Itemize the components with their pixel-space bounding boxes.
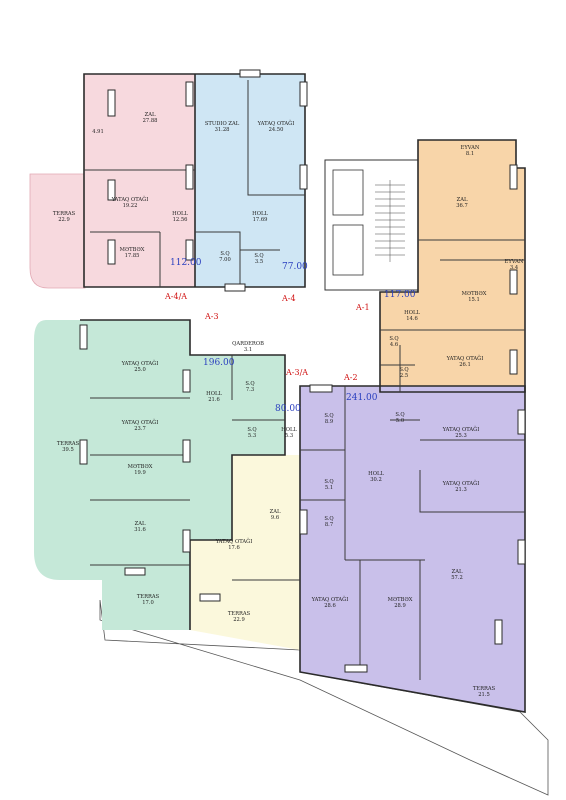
walls bbox=[80, 73, 526, 713]
apartment-total-purple: 241.00 bbox=[346, 393, 378, 403]
section-label-a1: A-1 bbox=[356, 303, 370, 312]
zone-pink bbox=[84, 74, 195, 287]
apartment-total-yellow: 80.00 bbox=[275, 404, 301, 414]
section-label-a3: A-3 bbox=[205, 312, 219, 321]
apartment-total-pink: 112.00 bbox=[170, 258, 202, 268]
site-outline bbox=[99, 599, 549, 796]
section-label-a4: A-4 bbox=[282, 294, 296, 303]
section-label-a2: A-2 bbox=[344, 373, 358, 382]
zone-purple bbox=[300, 386, 525, 712]
zone-pink-terrace bbox=[29, 173, 86, 289]
section-label-a4a: A-4/A bbox=[165, 292, 188, 301]
columns bbox=[79, 69, 526, 673]
apartment-total-orange: 117.00 bbox=[384, 290, 416, 300]
interior-walls bbox=[84, 80, 525, 680]
apartment-total-green: 196.00 bbox=[203, 358, 235, 368]
elevator-2 bbox=[332, 224, 364, 276]
room-label: 4.91 bbox=[92, 129, 104, 135]
apartment-total-blue: 77.00 bbox=[282, 262, 308, 272]
elevator-1 bbox=[332, 169, 364, 216]
stairs bbox=[375, 180, 405, 262]
zone-orange bbox=[380, 140, 525, 392]
section-label-a3a: A-3/A bbox=[286, 368, 309, 377]
zone-blue bbox=[195, 74, 305, 287]
